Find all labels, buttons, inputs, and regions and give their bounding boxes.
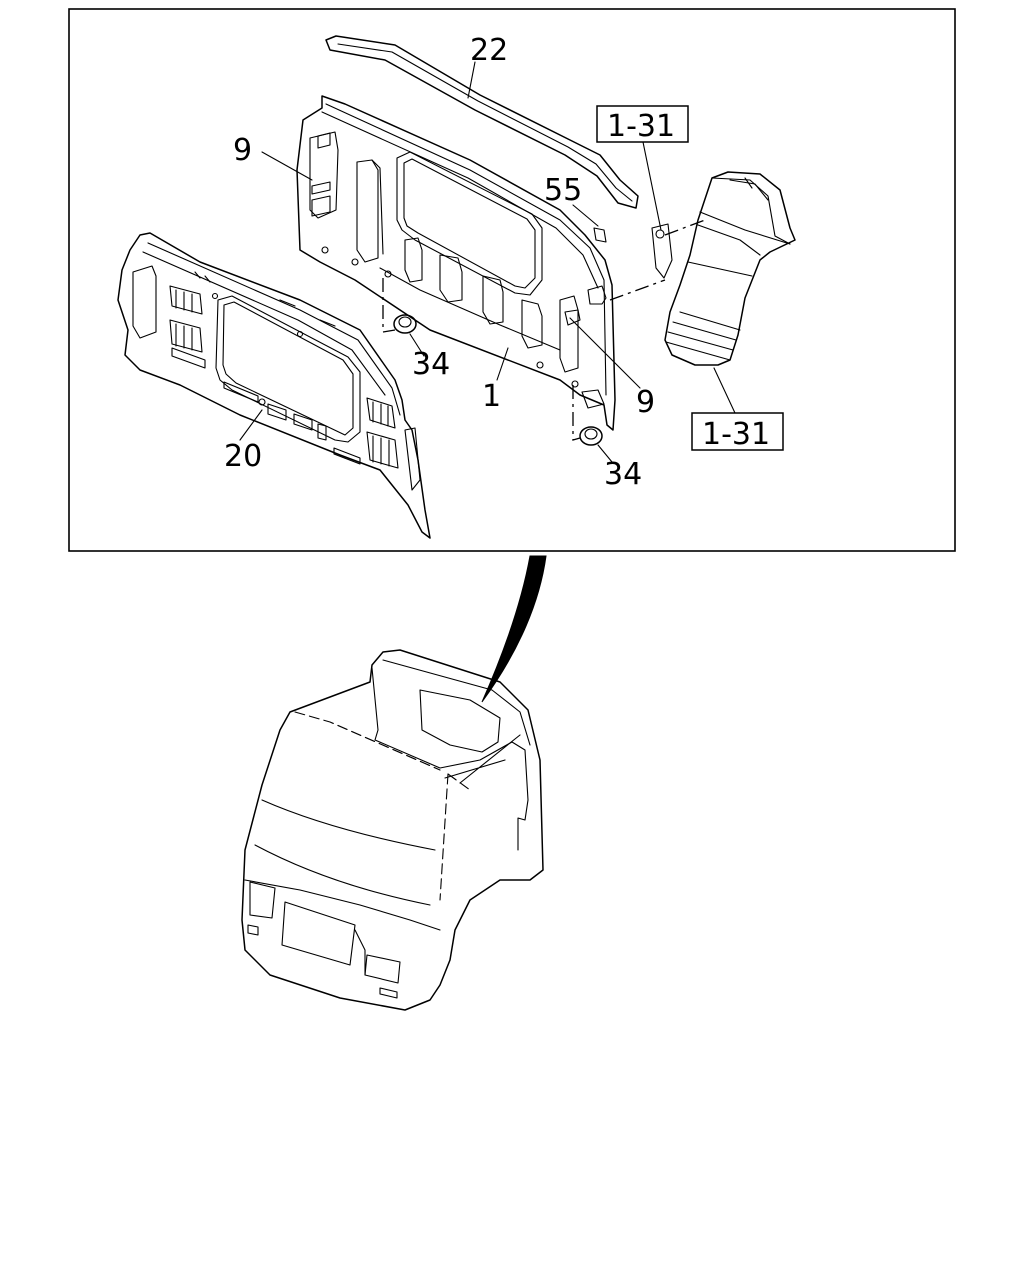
leader-lines (239, 61, 736, 463)
reference-label-bottom: 1-31 (702, 417, 770, 452)
callout-34-right: 34 (604, 457, 642, 492)
callout-22: 22 (470, 33, 508, 68)
grommet-34-left (393, 314, 417, 334)
part-55-bracket (593, 223, 673, 279)
callout-1: 1 (482, 379, 501, 414)
detail-pointer (481, 555, 547, 703)
reference-label-top: 1-31 (607, 109, 675, 144)
detail-frame (68, 8, 956, 552)
callout-9-left: 9 (233, 133, 252, 168)
reference-box-bottom: 1-31 (691, 412, 784, 452)
reference-box-top: 1-31 (596, 105, 689, 144)
part-1-rear-panel (296, 95, 616, 431)
callout-20: 20 (224, 439, 262, 474)
part-20-inner-panel (117, 232, 431, 539)
part-22-strip (325, 35, 639, 209)
callout-34-left: 34 (412, 347, 450, 382)
grommet-34-right (579, 426, 603, 446)
cab-overview (241, 649, 544, 1011)
callout-55: 55 (544, 173, 582, 208)
callout-9-right: 9 (636, 385, 655, 420)
duct-1-31 (664, 171, 796, 366)
